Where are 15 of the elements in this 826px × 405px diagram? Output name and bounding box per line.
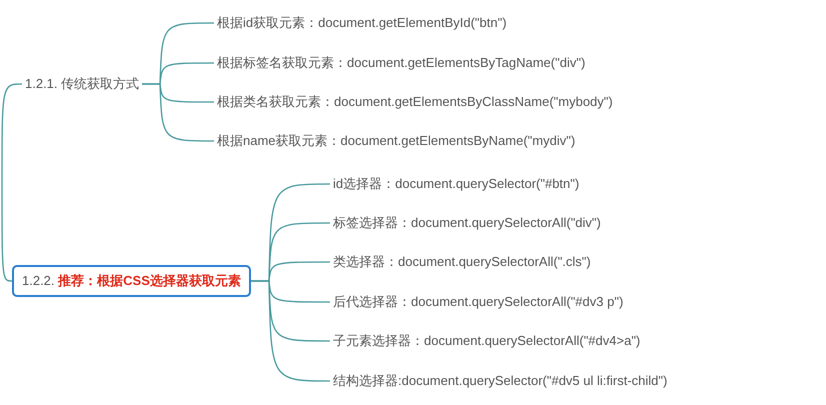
subtopic-label: 结构选择器:document.querySelector("#dv5 ul li:first-child")	[330, 370, 670, 392]
subtopic-label: id选择器：document.querySelector("#btn")	[330, 173, 582, 195]
topic-label: 1.2.1. 传统获取方式	[22, 73, 142, 95]
subtopic-label: 根据类名获取元素：document.getElementsByClassName("mybody")	[214, 91, 616, 113]
subtopic-label: 标签选择器：document.querySelectorAll("div")	[330, 212, 604, 234]
subtopic-label: 根据id获取元素：document.getElementById("btn")	[214, 12, 510, 34]
subtopic-label: 根据标签名获取元素：document.getElementsByTagName("div")	[214, 52, 588, 74]
subtopic-label: 子元素选择器：document.querySelectorAll("#dv4>a")	[330, 330, 644, 352]
topic-box: 1.2.2. 推荐：根据CSS选择器获取元素	[12, 265, 251, 297]
subtopic-label: 后代选择器：document.querySelectorAll("#dv3 p")	[330, 291, 626, 313]
subtopic-label: 类选择器：document.querySelectorAll(".cls")	[330, 251, 594, 273]
subtopic-label: 根据name获取元素：document.getElementsByName("mydiv")	[214, 130, 578, 152]
connector-line	[142, 83, 214, 142]
connector-line	[1, 83, 22, 180]
connector-line	[251, 280, 330, 382]
